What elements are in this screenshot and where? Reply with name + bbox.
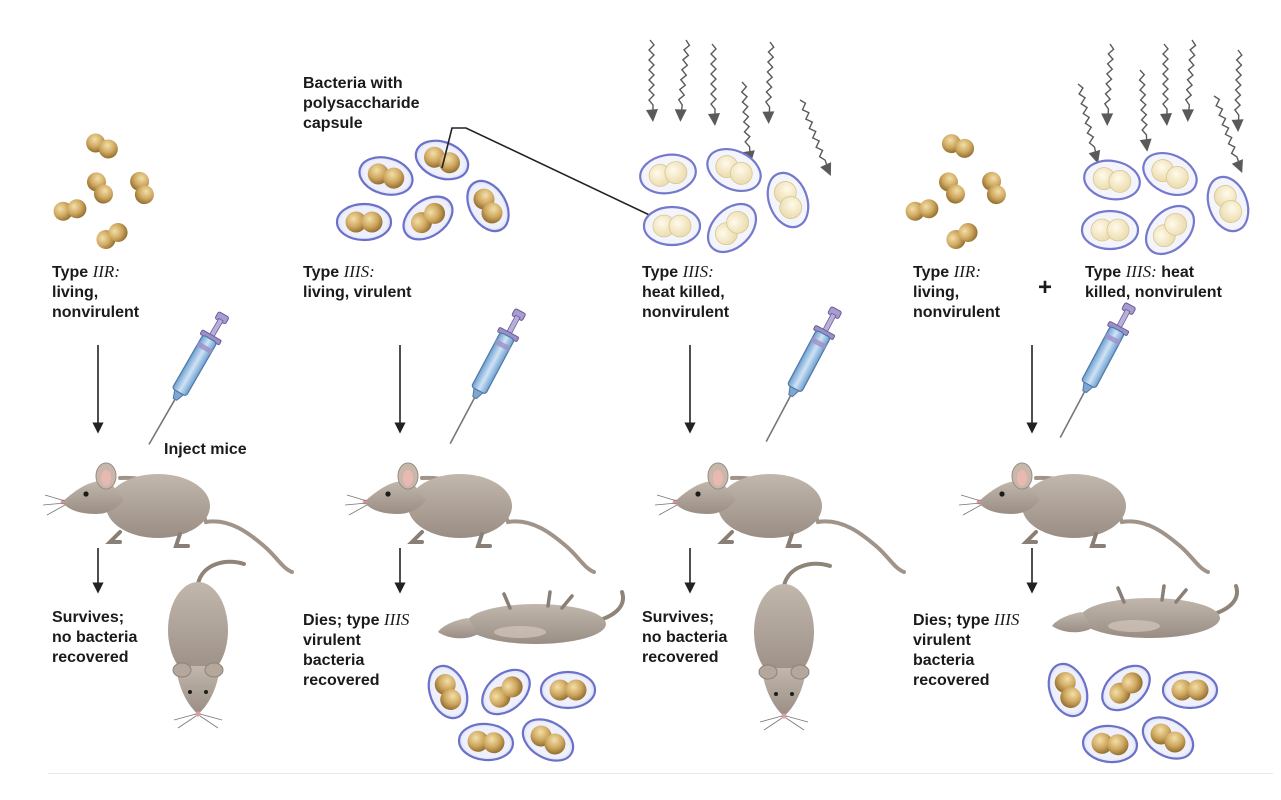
col4-line-2: living, xyxy=(913,284,960,301)
outcome-line-2: virulent xyxy=(913,632,971,649)
type-prefix: Type xyxy=(52,264,89,281)
col3-line-3: nonvirulent xyxy=(642,304,730,321)
dead-mouse-icon xyxy=(436,590,626,646)
mouse-icon xyxy=(653,461,906,574)
col1-outcome-label: Survives; no bacteria recovered xyxy=(52,608,137,668)
outcome-line-3: bacteria xyxy=(913,652,975,669)
callout-leader-line xyxy=(441,127,661,221)
callout-line-1: Bacteria with xyxy=(303,75,403,92)
callout-line-2: polysaccharide xyxy=(303,95,420,112)
col2-bacteria-cluster xyxy=(335,132,519,250)
col4-mix-label: Type IIIS: heat killed, nonvirulent xyxy=(1085,262,1222,303)
surviving-mouse-icon xyxy=(166,559,246,730)
mix-line-1-rest: heat xyxy=(1161,264,1195,281)
col3-type-label: Type IIIS: heat killed, nonvirulent xyxy=(642,262,729,323)
col1-type-label: Type IIR: living, nonvirulent xyxy=(52,262,139,323)
type-prefix: Type xyxy=(642,264,679,281)
outcome-line-3: recovered xyxy=(52,649,129,666)
col2-line-2: living, virulent xyxy=(303,284,412,301)
type-name: IIR: xyxy=(953,262,981,281)
col4-line-3: nonvirulent xyxy=(913,304,1001,321)
col4-outcome-label: Dies; type IIIS virulent bacteria recove… xyxy=(913,610,1019,691)
outcome-line-1: Dies; type xyxy=(303,612,380,629)
type-name: IIIS: xyxy=(343,262,375,281)
plus-sign: + xyxy=(1038,274,1053,301)
surviving-mouse-icon xyxy=(752,561,832,732)
outcome-line-3: bacteria xyxy=(303,652,365,669)
outcome-line-2: no bacteria xyxy=(642,629,728,646)
col4-type-label: Type IIR: living, nonvirulent xyxy=(913,262,1000,323)
col2-outcome-label: Dies; type IIIS virulent bacteria recove… xyxy=(303,610,409,691)
col4-recovered-bacteria xyxy=(1040,655,1219,769)
outcome-line-4: recovered xyxy=(303,672,380,689)
col3-outcome-label: Survives; no bacteria recovered xyxy=(642,608,727,668)
type-prefix: Type xyxy=(913,264,950,281)
col3-heat-killed-cluster xyxy=(636,139,817,263)
col1-line-2: living, xyxy=(52,284,99,301)
col3-line-2: heat killed, xyxy=(642,284,725,301)
syringe-icon xyxy=(755,303,848,448)
syringe-icon xyxy=(439,305,532,450)
col2-type-label: Type IIIS: living, virulent xyxy=(303,262,411,303)
outcome-line-1: Survives; xyxy=(642,609,715,626)
outcome-line-1: Survives; xyxy=(52,609,125,626)
type-prefix: Type xyxy=(1085,264,1122,281)
outcome-line-1: Dies; type xyxy=(913,612,990,629)
type-name: IIIS: xyxy=(1125,262,1157,281)
outcome-line-2: virulent xyxy=(303,632,361,649)
col4-bacteria-cluster xyxy=(904,131,1009,253)
inject-mice-label: Inject mice xyxy=(164,441,247,458)
mouse-icon xyxy=(343,461,596,574)
col1-line-3: nonvirulent xyxy=(52,304,140,321)
outcome-type: IIIS xyxy=(383,610,410,629)
type-name: IIIS: xyxy=(682,262,714,281)
mouse-icon xyxy=(957,461,1210,574)
syringe-icon xyxy=(138,308,235,451)
capsule-callout-label: Bacteria with polysaccharide capsule xyxy=(303,74,420,134)
outcome-type: IIIS xyxy=(993,610,1020,629)
syringe-icon xyxy=(1049,299,1142,444)
type-prefix: Type xyxy=(303,264,340,281)
type-name: IIR: xyxy=(92,262,120,281)
mouse-icon xyxy=(41,461,294,574)
col2-recovered-bacteria xyxy=(420,659,597,771)
col4-heat-killed-cluster xyxy=(1080,143,1257,265)
callout-line-3: capsule xyxy=(303,115,363,132)
outcome-line-4: recovered xyxy=(913,672,990,689)
outcome-line-2: no bacteria xyxy=(52,629,138,646)
dead-mouse-icon xyxy=(1050,584,1240,640)
baseline-rule xyxy=(48,773,1273,774)
outcome-line-3: recovered xyxy=(642,649,719,666)
col1-bacteria-cluster xyxy=(52,130,157,253)
mix-line-2: killed, nonvirulent xyxy=(1085,284,1222,301)
